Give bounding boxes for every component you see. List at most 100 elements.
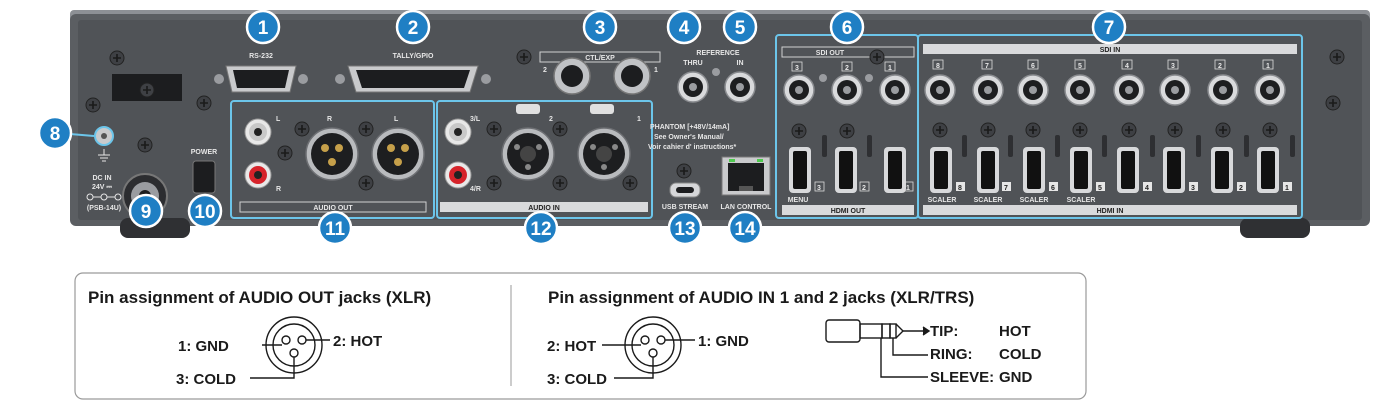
hdmi-out-num: 1 <box>906 185 910 192</box>
reference-in-bnc <box>724 71 756 103</box>
svg-text:9: 9 <box>141 202 152 223</box>
ref-thru-label: THRU <box>683 60 702 67</box>
sdi-in-num: 5 <box>1078 63 1082 70</box>
panel-screw <box>552 175 568 191</box>
sdi-out-label: SDI OUT <box>816 50 845 57</box>
audio-out-r-label: R <box>276 186 281 193</box>
hdmi-out-connector: 2 <box>835 147 870 193</box>
sdi-out-connector: 3 <box>783 61 815 106</box>
callout-5: 5 <box>722 9 758 45</box>
scaler-label: SCALER <box>928 197 957 204</box>
callout-12: 12 <box>523 210 559 246</box>
phantom-note-3: Voir cahier d' instructions* <box>648 144 737 151</box>
svg-text:12: 12 <box>530 219 551 240</box>
hdmi-out-bar <box>782 205 914 215</box>
sdi-in-num: 1 <box>1266 63 1270 70</box>
pin-out-title: Pin assignment of AUDIO OUT jacks (XLR) <box>88 288 431 307</box>
sdi-out-num: 1 <box>888 65 892 72</box>
callout-13: 13 <box>667 210 703 246</box>
tally-gpio-label: TALLY/GPIO <box>393 53 434 60</box>
sdi-in-connector: 3 <box>1159 59 1191 106</box>
panel-screw <box>516 49 532 65</box>
callout-8: 8 <box>37 115 73 151</box>
callout-6: 6 <box>829 9 865 45</box>
trs-tip-label: TIP: <box>930 323 958 340</box>
sdi-in-connector: 7 <box>972 59 1004 106</box>
pin-in-title: Pin assignment of AUDIO IN 1 and 2 jacks… <box>548 288 974 307</box>
hdmi-in-num: 1 <box>1285 185 1289 192</box>
sdi-out-connector: 1 <box>879 61 911 106</box>
hdmi-in-num: 6 <box>1051 185 1055 192</box>
sdi-in-connector: 6 <box>1017 59 1049 106</box>
callout-4: 4 <box>666 9 702 45</box>
hdmi-in-connector: 1 <box>1257 147 1292 193</box>
audio-in-1-label: 1 <box>637 116 641 123</box>
psb-label: (PSB-14U) <box>87 205 121 212</box>
ground-terminal <box>94 126 114 162</box>
hdmi-in-connector: 8 <box>930 147 965 193</box>
dc-voltage-label: 24V ⎓ <box>92 184 112 191</box>
audio-out-l-label: L <box>276 116 281 123</box>
rs232-label: RS-232 <box>249 53 273 60</box>
trs-plug-diagram <box>825 319 931 378</box>
pin-in-gnd: 1: GND <box>698 333 749 350</box>
pin-assignment-box <box>74 272 1087 400</box>
ctl-exp-jack-1 <box>613 57 651 95</box>
sdi-in-num: 7 <box>985 63 989 70</box>
hdmi-in-label: HDMI IN <box>1097 208 1124 215</box>
xlr-r-label: R <box>327 116 332 123</box>
panel-screw <box>294 121 310 137</box>
svg-text:4: 4 <box>679 18 690 39</box>
hdmi-in-connector: 4 <box>1117 147 1152 193</box>
sdi-in-num: 4 <box>1125 63 1129 70</box>
svg-text:7: 7 <box>1104 18 1115 39</box>
svg-text:10: 10 <box>194 202 215 223</box>
audio-in-label: AUDIO IN <box>528 205 560 212</box>
hdmi-out-label: HDMI OUT <box>831 208 866 215</box>
audio-out-label: AUDIO OUT <box>313 205 353 212</box>
hdmi-out-num: 3 <box>817 185 821 192</box>
hdmi-in-connector: 5 <box>1070 147 1105 193</box>
panel-screw <box>486 175 502 191</box>
svg-text:11: 11 <box>325 219 346 240</box>
ctl-exp-bracket <box>539 51 661 63</box>
panel-screw <box>137 137 153 153</box>
hdmi-in-num: 5 <box>1098 185 1102 192</box>
hdmi-in-connector: 6 <box>1023 147 1058 193</box>
phantom-note-2: See Owner's Manual/ <box>654 134 724 141</box>
audio-in-combo-1 <box>577 127 631 181</box>
sdi-in-connector: 4 <box>1113 59 1145 106</box>
trs-tip-value: HOT <box>999 323 1031 340</box>
panel-screw <box>1325 95 1341 111</box>
usb-stream-port <box>669 182 701 198</box>
sdi-in-connector: 5 <box>1064 59 1096 106</box>
audio-in-combo-2 <box>501 127 555 181</box>
sdi-out-connector: 2 <box>831 61 863 106</box>
xlr-in-pinout <box>602 316 695 379</box>
hdmi-in-bar <box>923 205 1297 215</box>
sdi-in-bar <box>923 44 1297 54</box>
sdi-in-connector: 8 <box>924 59 956 106</box>
audio-in-2-label: 2 <box>549 116 553 123</box>
svg-text:5: 5 <box>735 18 746 39</box>
lan-control-label: LAN CONTROL <box>721 204 773 211</box>
pin-in-cold: 3: COLD <box>547 371 607 388</box>
power-switch <box>192 160 216 194</box>
svg-text:1: 1 <box>258 18 269 39</box>
ctl-exp-jack-2 <box>553 57 591 95</box>
scaler-label: SCALER <box>1067 197 1096 204</box>
hdmi-out-connector: 3 <box>789 147 825 193</box>
pin-out-gnd: 1: GND <box>178 338 229 355</box>
sdi-in-num: 3 <box>1171 63 1175 70</box>
callout-2: 2 <box>395 9 431 45</box>
panel-screw <box>358 175 374 191</box>
callout-7: 7 <box>1091 9 1127 45</box>
svg-text:2: 2 <box>408 18 419 39</box>
polarity-symbol <box>86 193 122 201</box>
pin-in-hot: 2: HOT <box>547 338 596 355</box>
hdmi-in-num: 4 <box>1145 185 1149 192</box>
hdmi-in-connector: 7 <box>977 147 1011 193</box>
dc-in-label: DC IN <box>92 175 111 182</box>
sdi-in-num: 8 <box>936 63 940 70</box>
